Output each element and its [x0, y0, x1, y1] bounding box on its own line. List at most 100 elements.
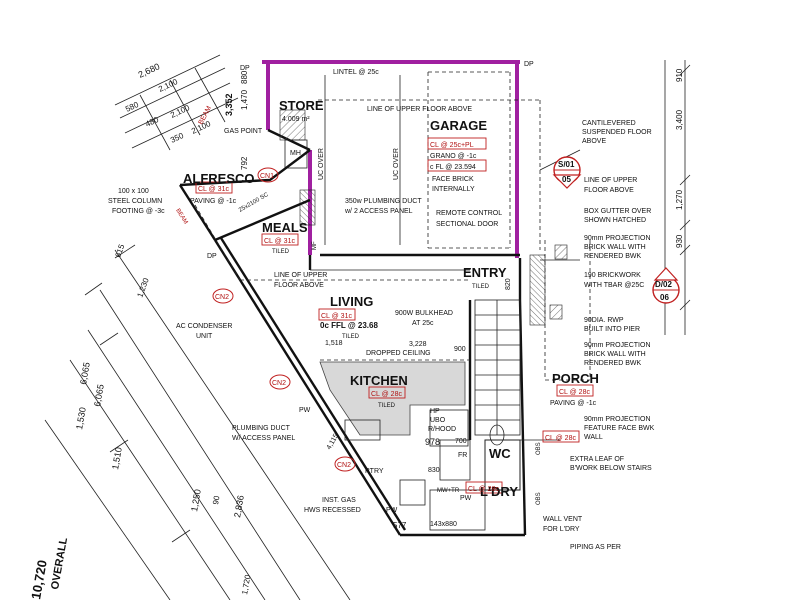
detail-callout-d02 — [652, 267, 680, 304]
note-plumb-duct-k2: W/ ACCESS PANEL — [232, 435, 295, 442]
note-hws-recessed: HWS RECESSED — [304, 507, 361, 514]
wc-cl: CL @ 28c — [545, 435, 576, 442]
meals-tiled: TILED — [272, 249, 290, 255]
room-entry: ENTRY — [463, 265, 507, 280]
note-proj-2c: RENDERED BWK — [584, 360, 642, 367]
garage-fl: c FL @ 23.594 — [430, 164, 476, 171]
note-bulkhead-1: 900W BULKHEAD — [395, 310, 453, 317]
dim-1510: 1,510 — [110, 446, 124, 470]
room-garage: GARAGE — [430, 118, 487, 133]
room-living: LIVING — [330, 294, 373, 309]
note-mh: MH — [290, 150, 301, 157]
dim-350: 350 — [169, 131, 185, 145]
section-callout-s01 — [552, 156, 582, 189]
note-gas-point: GAS POINT — [224, 128, 263, 135]
dim-880: 880 — [240, 70, 249, 84]
room-alfresco: ALFRESCO — [183, 171, 255, 186]
note-fr: FR — [458, 452, 467, 459]
note-brickwork-2: WITH TBAR @25C — [584, 282, 644, 289]
dim-10720: 10,720 — [28, 559, 50, 600]
living-cl: CL @ 31c — [321, 313, 352, 320]
note-cantilevered-1: CANTILEVERED — [582, 120, 636, 127]
room-meals: MEALS — [262, 220, 308, 235]
note-hp: HP — [430, 408, 440, 415]
note-wardrobe: 25x2100 SC — [238, 192, 270, 214]
note-proj-1b: BRICK WALL WITH — [584, 244, 646, 251]
dim-3400: 3,400 — [675, 109, 684, 130]
note-ptry: PTRY — [365, 468, 384, 475]
note-mf: MF — [312, 241, 318, 250]
cn-callouts — [212, 167, 356, 472]
note-proj-1c: RENDERED BWK — [584, 253, 642, 260]
dim-1720: 1,720 — [240, 574, 252, 596]
porch-cl: CL @ 28c — [559, 389, 590, 396]
note-rwp-2: BUILT INTO PIER — [584, 326, 640, 333]
note-box-gutter-1: BOX GUTTER OVER — [584, 208, 651, 215]
kitchen-tiled: TILED — [378, 403, 396, 409]
living-tiled: TILED — [342, 334, 360, 340]
alfresco-paving: PAVING @ -1c — [190, 198, 237, 205]
dim-1270: 1,270 — [675, 189, 684, 210]
note-extra-leaf-1: EXTRA LEAF OF — [570, 456, 624, 463]
dim-1470: 1,470 — [240, 89, 249, 110]
meals-cl: CL @ 31c — [264, 238, 295, 245]
garage-grano: GRANO @ -1c — [430, 153, 477, 160]
note-ac-2: UNIT — [196, 333, 213, 340]
note-proj-3a: 90mm PROJECTION — [584, 416, 651, 423]
callout-cn2-b: CN2 — [272, 380, 286, 387]
porch-paving: PAVING @ -1c — [550, 400, 597, 407]
dim-1530: 1,530 — [74, 406, 88, 430]
callout-s01-bot: 05 — [562, 175, 571, 184]
room-wc: WC — [489, 446, 511, 461]
note-ac-1: AC CONDENSER — [176, 323, 232, 330]
note-plumb-duct-k1: PLUMBING DUCT — [232, 425, 291, 432]
callout-cn1: CN1 — [260, 173, 274, 180]
note-proj-3b: FEATURE FACE BWK — [584, 425, 655, 432]
dim-700: 700 — [455, 438, 467, 445]
note-dp-2: DP — [524, 61, 534, 68]
garage-cl: CL @ 25c+PL — [430, 142, 474, 149]
room-ldry: L'DRY — [480, 484, 518, 499]
note-beam-2: BEAM — [174, 208, 188, 226]
note-proj-1a: 90mm PROJECTION — [584, 235, 651, 242]
dim-1250: 1,250 — [189, 488, 203, 512]
garage-walls — [262, 60, 541, 258]
note-obs-2: OBS — [536, 492, 542, 505]
alfresco-cl: CL @ 31c — [198, 186, 229, 193]
note-uc-over-right: UC OVER — [393, 148, 400, 180]
note-box-gutter-2: SHOWN HATCHED — [584, 217, 646, 224]
note-extra-leaf-2: B'WORK BELOW STAIRS — [570, 465, 652, 472]
note-line-upper-mid-2: FLOOR ABOVE — [274, 282, 324, 289]
note-uc-over-left: UC OVER — [318, 148, 325, 180]
note-steel-col-1: 100 x 100 — [118, 188, 149, 195]
dim-910: 910 — [675, 68, 684, 82]
store-area: 4.009 m² — [282, 116, 310, 123]
dim-580: 580 — [124, 100, 140, 114]
note-proj-3c: WALL — [584, 434, 603, 441]
dim-830: 830 — [428, 467, 440, 474]
dim-2836: 2,836 — [232, 494, 246, 518]
dim-820: 820 — [505, 278, 512, 290]
dim-3352: 3,352 — [224, 93, 234, 116]
note-mw-tr: MW+TR — [437, 488, 460, 494]
note-obs-1: OBS — [536, 442, 542, 455]
dim-2100c: 2,100 — [190, 119, 212, 136]
note-dropped-ceiling: DROPPED CEILING — [366, 350, 431, 357]
dim-1230: 1,230 — [135, 276, 150, 298]
dim-90: 90 — [211, 494, 222, 505]
note-line-upper-top: LINE OF UPPER FLOOR ABOVE — [367, 106, 472, 113]
kitchen-bench — [319, 361, 471, 481]
callout-cn2-a: CN2 — [215, 294, 229, 301]
note-rwp-1: 90DIA. RWP — [584, 317, 624, 324]
note-steel-col-2: STEEL COLUMN — [108, 198, 162, 205]
note-steel-col-3: FOOTING @ -3c — [112, 208, 165, 215]
kitchen-cl: CL @ 28c — [371, 391, 402, 398]
dim-577: 577 — [393, 521, 407, 530]
note-pw-3: PW — [460, 495, 472, 502]
callout-d02-bot: 06 — [660, 293, 669, 302]
note-piping: PIPING AS PER — [570, 544, 621, 551]
dim-2100b: 2,100 — [169, 103, 191, 120]
dim-978: 978 — [425, 437, 440, 447]
note-line-upper-mid-1: LINE OF UPPER — [274, 272, 327, 279]
